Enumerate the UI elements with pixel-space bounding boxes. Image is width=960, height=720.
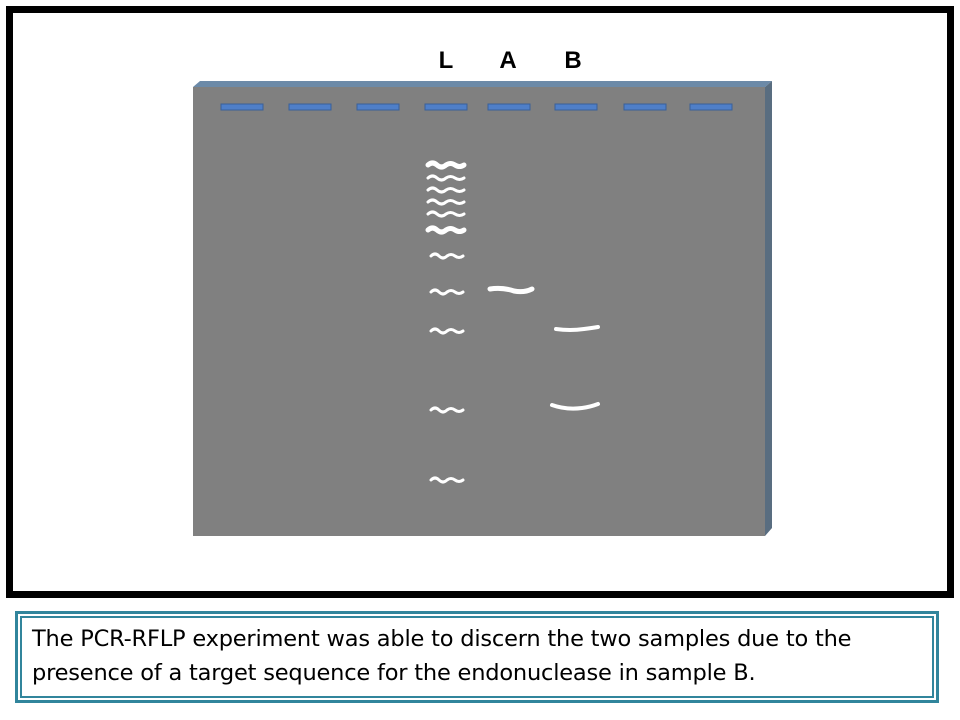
lane-label-b: B	[564, 47, 581, 74]
sample-a-band-1	[487, 285, 535, 295]
gel-side-edge	[765, 81, 772, 536]
ladder-band-10	[429, 406, 465, 414]
ladder-band-8	[429, 288, 465, 296]
well-8	[689, 103, 733, 111]
ladder-band-6	[425, 225, 467, 235]
ladder-band-3	[426, 186, 466, 194]
ladder-band-5	[426, 210, 466, 218]
sample-b-band-1	[554, 325, 600, 332]
ladder-band-9	[429, 327, 465, 335]
sample-b-band-2	[550, 402, 600, 411]
caption-box: The PCR-RFLP experiment was able to disc…	[15, 611, 939, 703]
ladder-band-11	[429, 476, 465, 484]
ladder-band-1	[425, 160, 467, 170]
ladder-band-7	[429, 252, 465, 260]
well-4	[424, 103, 468, 111]
gel-slab	[193, 87, 765, 536]
gel-electrophoresis-diagram: L A B	[193, 47, 772, 536]
well-3	[356, 103, 400, 111]
gel-top-edge	[193, 81, 772, 87]
well-6	[554, 103, 598, 111]
lane-label-a: A	[499, 47, 516, 74]
gel-wells	[220, 103, 733, 111]
ladder-band-2	[426, 174, 466, 182]
lane-label-l: L	[439, 47, 454, 74]
gel-bands	[425, 160, 600, 484]
well-7	[623, 103, 667, 111]
ladder-band-4	[426, 198, 466, 206]
well-1	[220, 103, 264, 111]
well-2	[288, 103, 332, 111]
caption-text: The PCR-RFLP experiment was able to disc…	[32, 626, 852, 686]
well-5	[487, 103, 531, 111]
